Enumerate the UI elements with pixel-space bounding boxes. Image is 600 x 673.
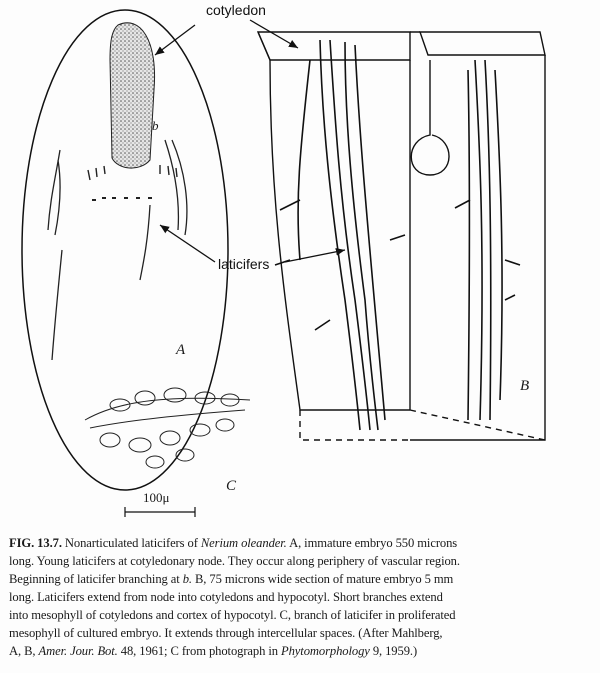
scale-bar [124,507,196,517]
label-laticifers: laticifers [218,256,270,272]
caption-text: B, 75 microns wide section of mature emb… [191,572,454,586]
caption-text: Nonarticulated laticifers of [61,536,201,550]
caption-line: long. Laticifers extend from node into c… [9,590,443,604]
journal-name: Amer. Jour. Bot. [38,644,118,658]
scale-label: 100μ [143,490,170,505]
caption-text: A, B, [9,644,39,658]
caption-text: 9, 1959.) [369,644,418,658]
species-name: Nerium oleander. [200,536,287,550]
section-block-b [256,31,546,441]
caption-text: 48, 1961; C from photograph in [117,644,282,658]
label-arrows [154,19,346,263]
caption-text: Beginning of laticifer branching at [9,572,183,586]
label-b-panel: B [520,378,530,394]
caption-line: long. Young laticifers at cotyledonary n… [9,554,460,568]
label-c: C [226,478,237,494]
caption-line: mesophyll of cultured embryo. It extends… [9,626,443,640]
botanical-illustration [21,9,546,517]
figure-caption: FIG. 13.7. Nonarticulated laticifers of … [9,534,594,660]
embryo-a [21,9,229,491]
caption-text: A, immature embryo 550 microns [286,536,458,550]
label-b: b [152,118,159,133]
cotyledon-shape [109,22,156,169]
journal-name: Phytomorphology [281,644,370,658]
caption-text: b. [182,572,192,586]
fig-number: FIG. 13.7. [9,536,62,550]
label-cotyledon: cotyledon [206,2,266,18]
label-a: A [176,342,186,358]
cell-cluster-c [84,387,251,469]
caption-line: into mesophyll of cotyledons and cortex … [9,608,456,622]
